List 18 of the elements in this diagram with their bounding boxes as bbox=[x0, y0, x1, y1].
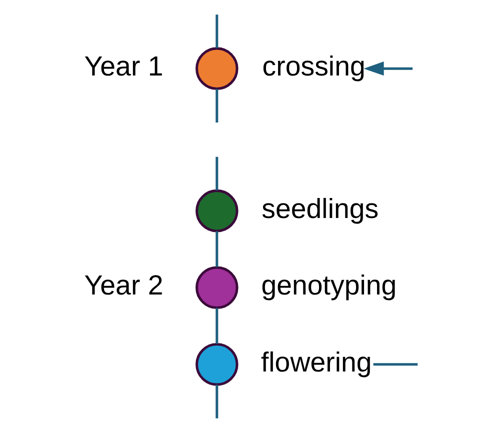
connector bbox=[215, 384, 218, 418]
node-text: crossing bbox=[262, 50, 365, 82]
connector bbox=[215, 308, 218, 344]
node-text: genotyping bbox=[260, 270, 396, 301]
node-circle bbox=[195, 266, 238, 310]
connector bbox=[215, 88, 218, 122]
label: Year 2 bbox=[84, 270, 163, 301]
node-text: seedlings bbox=[261, 192, 378, 224]
node-text: flowering bbox=[260, 346, 372, 378]
connector bbox=[372, 363, 418, 366]
node-circle bbox=[195, 189, 238, 232]
arrow bbox=[363, 62, 412, 76]
node-circle bbox=[195, 343, 238, 386]
node-circle bbox=[195, 47, 238, 90]
connector bbox=[215, 14, 218, 48]
connector bbox=[215, 156, 218, 190]
label: Year 1 bbox=[84, 50, 163, 82]
connector bbox=[215, 231, 218, 268]
